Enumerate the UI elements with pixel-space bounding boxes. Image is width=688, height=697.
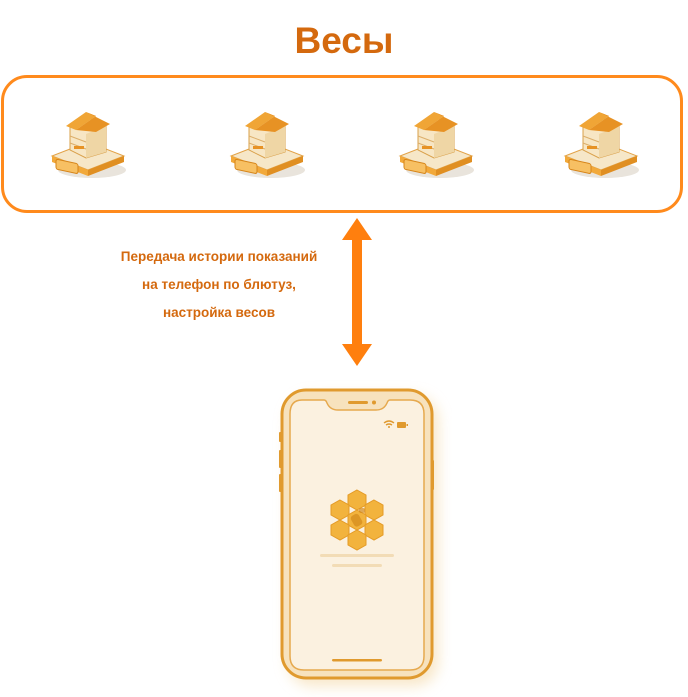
honeycomb-bee-icon	[330, 489, 384, 551]
hive-scale-icon	[564, 111, 640, 179]
caption-line-1: Передача истории показаний	[120, 249, 318, 264]
bidirectional-arrow-icon	[342, 218, 372, 366]
transfer-caption: Передача истории показаний на телефон по…	[90, 243, 348, 327]
scales-group	[1, 75, 683, 213]
hive-scale-icon	[230, 111, 306, 179]
page-title: Весы	[294, 20, 394, 61]
phone-illustration	[279, 388, 438, 686]
caption-line-2: на телефон по блютуз,	[142, 277, 296, 292]
hive-scale-icon	[50, 112, 126, 178]
caption-line-3: настройка весов	[162, 305, 276, 320]
battery-icon	[397, 422, 406, 428]
wifi-icon	[383, 420, 395, 426]
hive-scale-icon	[399, 111, 475, 179]
